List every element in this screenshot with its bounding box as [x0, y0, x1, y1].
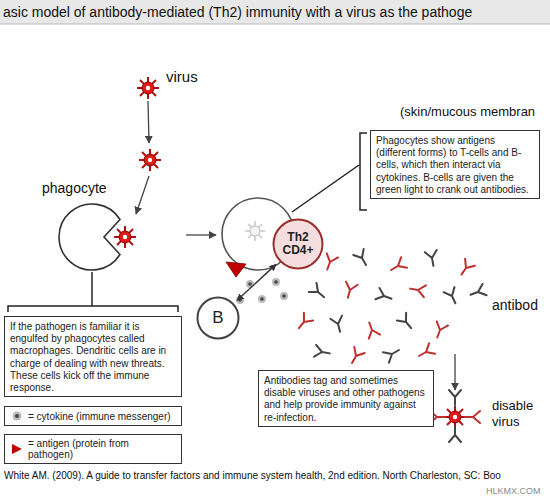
virus-icon: [139, 149, 161, 171]
exchange-arrow: [237, 264, 276, 300]
antibody-symbol: [314, 345, 331, 359]
antigen-sample: [10, 443, 24, 455]
leader-line: [91, 272, 93, 306]
antibody-symbol: [330, 316, 345, 334]
cell-circle: B: [196, 296, 240, 340]
antibody-symbol: [347, 347, 365, 366]
leader-line: [292, 165, 359, 212]
antibody-symbol: [465, 411, 480, 423]
cell-label: B: [201, 309, 235, 328]
antibody-symbol: [294, 313, 313, 332]
virus-label: virus: [166, 68, 198, 86]
title: asic model of antibody-mediated (Th2) im…: [3, 4, 472, 20]
disabled-virus: [444, 406, 466, 428]
watermark: HLKMX.COM: [486, 486, 541, 497]
antibody-symbol: [309, 283, 328, 302]
cytokine-dots: [236, 278, 288, 304]
antibody-symbol: [322, 253, 338, 271]
antibody-symbol: [456, 259, 474, 278]
legend-item: = antigen (protein from pathogen): [4, 434, 182, 464]
note-text: If the pathogen is familiar it is engulf…: [10, 321, 176, 394]
caption: White AM. (2009). A guide to transfer fa…: [4, 470, 501, 481]
antibody-symbol: [449, 427, 461, 442]
note-text: Antibodies tag and sometimes disable vir…: [264, 375, 428, 424]
phagocyte-cell: [59, 204, 120, 270]
antibody-symbol: [364, 320, 380, 338]
antibody-symbol: [383, 345, 402, 363]
note-box: Antibodies tag and sometimes disable vir…: [258, 370, 434, 427]
antibody-symbol: [425, 250, 439, 267]
antibody-symbol: [416, 343, 435, 361]
antibody-symbol: [353, 249, 371, 268]
antibody-label: antibod: [492, 297, 538, 314]
flow-arrow: [136, 176, 149, 214]
cell-label: Th2 CD4+: [277, 231, 319, 257]
antibody-symbol: [388, 257, 407, 275]
antibody-symbol: [409, 283, 426, 297]
antibody-symbol: [444, 287, 461, 306]
cytokine-sample: [10, 410, 24, 422]
antibody-symbol: [449, 390, 461, 405]
cell-circle: Th2 CD4+: [272, 218, 324, 270]
antibody-symbol: [432, 321, 448, 339]
antigen-mark: [226, 262, 246, 277]
title-rule: [0, 24, 550, 25]
region-label: (skin/mucous membran: [400, 104, 535, 120]
result-label: disable virus: [492, 398, 546, 429]
cell-name: phagocyte: [42, 180, 107, 197]
virus-icon: [137, 77, 159, 99]
note-text: Phagocytes show antigens (different form…: [376, 135, 534, 196]
antibody-symbol: [397, 313, 416, 332]
legend-item: = cytokine (immune messenger): [4, 406, 182, 426]
antibody-symbol: [375, 288, 393, 304]
flow-arrow: [148, 101, 149, 143]
virus-icon: [114, 226, 136, 248]
antibody-symbol: [468, 284, 486, 300]
title-band: [0, 0, 550, 24]
note-box: Phagocytes show antigens (different form…: [370, 130, 540, 199]
note-box: If the pathogen is familiar it is engulf…: [4, 316, 182, 397]
flow-arrow: [454, 354, 455, 390]
callout-bracket: [360, 133, 367, 210]
antibody-symbol: [342, 282, 357, 300]
legend-text: = cytokine (immune messenger): [28, 411, 171, 422]
digested-virus: [245, 221, 265, 241]
flow-arrow: [186, 234, 216, 235]
legend-text: = antigen (protein from pathogen): [28, 438, 176, 460]
callout-bracket: [8, 306, 178, 312]
